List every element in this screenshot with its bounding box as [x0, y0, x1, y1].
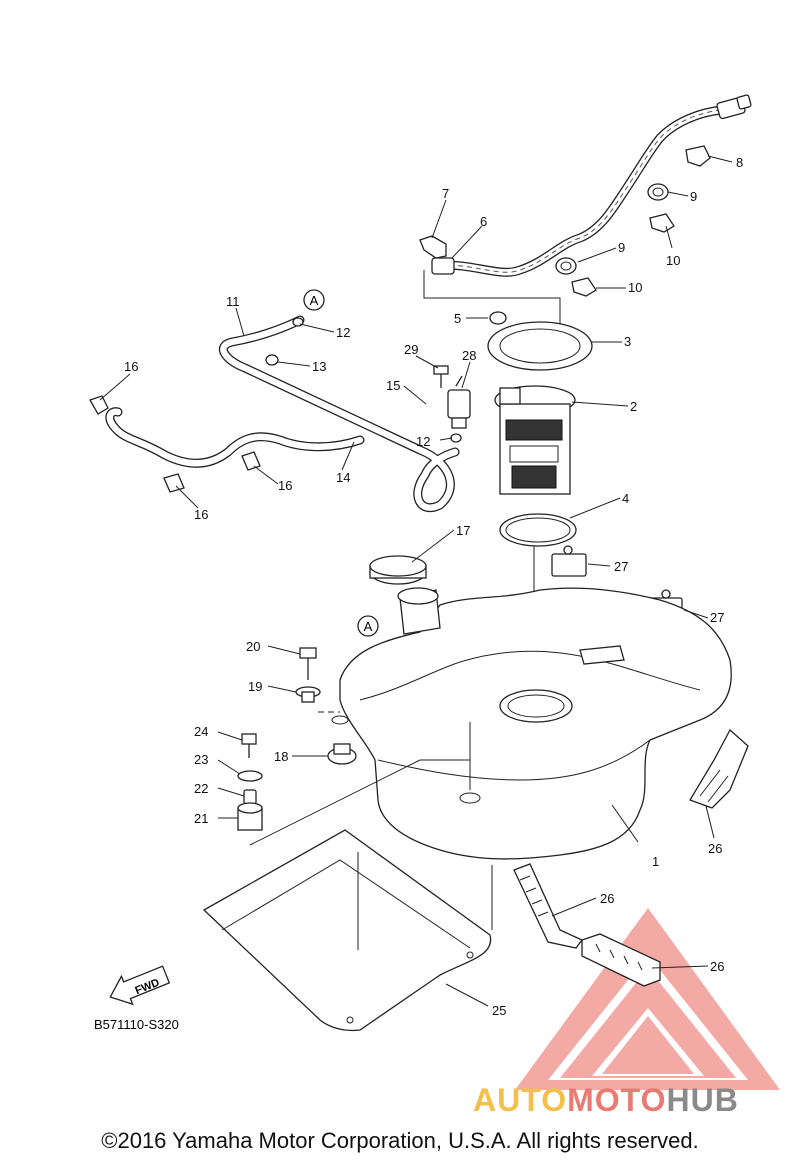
- fuel-hose-6: [423, 94, 752, 330]
- ref-marker-a-top: [303, 289, 325, 311]
- protector-26a: [689, 728, 749, 809]
- callout-20: 20: [246, 639, 260, 654]
- watermark-part-moto: MOTO: [567, 1082, 667, 1118]
- callout-labels: 1 2 3 4 5 6 7 8 9 9 10 10 11 12 12 13 14…: [124, 155, 743, 1018]
- callout-26c: 26: [710, 959, 724, 974]
- callout-24: 24: [194, 724, 208, 739]
- collar-19: [295, 686, 321, 703]
- clamp-13: [265, 354, 279, 366]
- clip-10b: [571, 277, 597, 297]
- fwd-arrow: [109, 965, 171, 1006]
- watermark-logo: [515, 908, 780, 1090]
- clip-16a: [89, 395, 109, 415]
- copyright-footer: ©2016 Yamaha Motor Corporation, U.S.A. A…: [101, 1128, 699, 1153]
- callout-10b: 10: [628, 280, 642, 295]
- callout-15: 15: [386, 378, 400, 393]
- fuel-tank-1: [331, 587, 732, 860]
- callout-29: 29: [404, 342, 418, 357]
- callout-21: 21: [194, 811, 208, 826]
- ref-marker-a-tank: [357, 615, 379, 637]
- clamp-8: [685, 145, 711, 167]
- callout-6: 6: [480, 214, 487, 229]
- callout-4: 4: [622, 491, 629, 506]
- cap-5: [489, 311, 507, 325]
- clip-10a: [649, 213, 675, 233]
- grommet-18: [327, 743, 357, 765]
- callout-13: 13: [312, 359, 326, 374]
- clip-16c: [163, 473, 185, 493]
- protector-26b: [513, 863, 584, 949]
- bolt-24: [241, 733, 257, 758]
- ref-marker-a-top-label: A: [310, 293, 319, 308]
- bolt-29: [433, 365, 449, 388]
- callout-27b: 27: [710, 610, 724, 625]
- ref-marker-a-tank-label: A: [364, 619, 373, 634]
- filler-cap-17: [369, 555, 427, 585]
- callout-23: 23: [194, 752, 208, 767]
- callout-16a: 16: [124, 359, 138, 374]
- clip-7: [419, 235, 447, 259]
- callout-10a: 10: [666, 253, 680, 268]
- callout-22: 22: [194, 781, 208, 796]
- callout-19: 19: [248, 679, 262, 694]
- callout-9b: 9: [618, 240, 625, 255]
- callout-25: 25: [492, 1003, 506, 1018]
- callout-7: 7: [442, 186, 449, 201]
- callout-5: 5: [454, 311, 461, 326]
- damper-27a: [551, 545, 587, 577]
- callout-26b: 26: [600, 891, 614, 906]
- watermark-part-auto: AUTO: [473, 1082, 568, 1118]
- lock-ring-3: [487, 321, 593, 371]
- callout-12b: 12: [416, 434, 430, 449]
- callout-12a: 12: [336, 325, 350, 340]
- callout-26a: 26: [708, 841, 722, 856]
- callout-27a: 27: [614, 559, 628, 574]
- callout-11: 11: [226, 294, 240, 309]
- grommet-21: [237, 802, 263, 831]
- callout-18: 18: [274, 749, 288, 764]
- leader-lines: [99, 155, 733, 1007]
- callout-16b: 16: [278, 478, 292, 493]
- callout-3: 3: [624, 334, 631, 349]
- diagram-code: B571110-S320: [94, 1017, 179, 1032]
- valve-28: [447, 375, 471, 429]
- washer-23: [237, 770, 263, 782]
- grommet-9a: [647, 183, 669, 201]
- clip-16b: [241, 451, 261, 471]
- watermark-wordmark: AUTOMOTOHUB: [473, 1082, 739, 1119]
- clamp-12b: [450, 433, 462, 443]
- callout-14: 14: [336, 470, 350, 485]
- callout-2: 2: [630, 399, 637, 414]
- callout-8: 8: [736, 155, 743, 170]
- breather-hose: [105, 315, 460, 513]
- callout-16c: 16: [194, 507, 208, 522]
- watermark-part-hub: HUB: [666, 1082, 739, 1118]
- fuel-pump-2: [494, 385, 576, 495]
- callout-28: 28: [462, 348, 476, 363]
- collar-22: [243, 789, 257, 805]
- gasket-4: [499, 513, 577, 547]
- shield-25: [202, 829, 492, 1032]
- protector-26c: [581, 933, 661, 987]
- callout-17: 17: [456, 523, 470, 538]
- bolt-20: [299, 647, 317, 680]
- grommet-9b: [555, 257, 577, 275]
- callout-1: 1: [652, 854, 659, 869]
- callout-9a: 9: [690, 189, 697, 204]
- assembly-line-mount: [249, 759, 470, 846]
